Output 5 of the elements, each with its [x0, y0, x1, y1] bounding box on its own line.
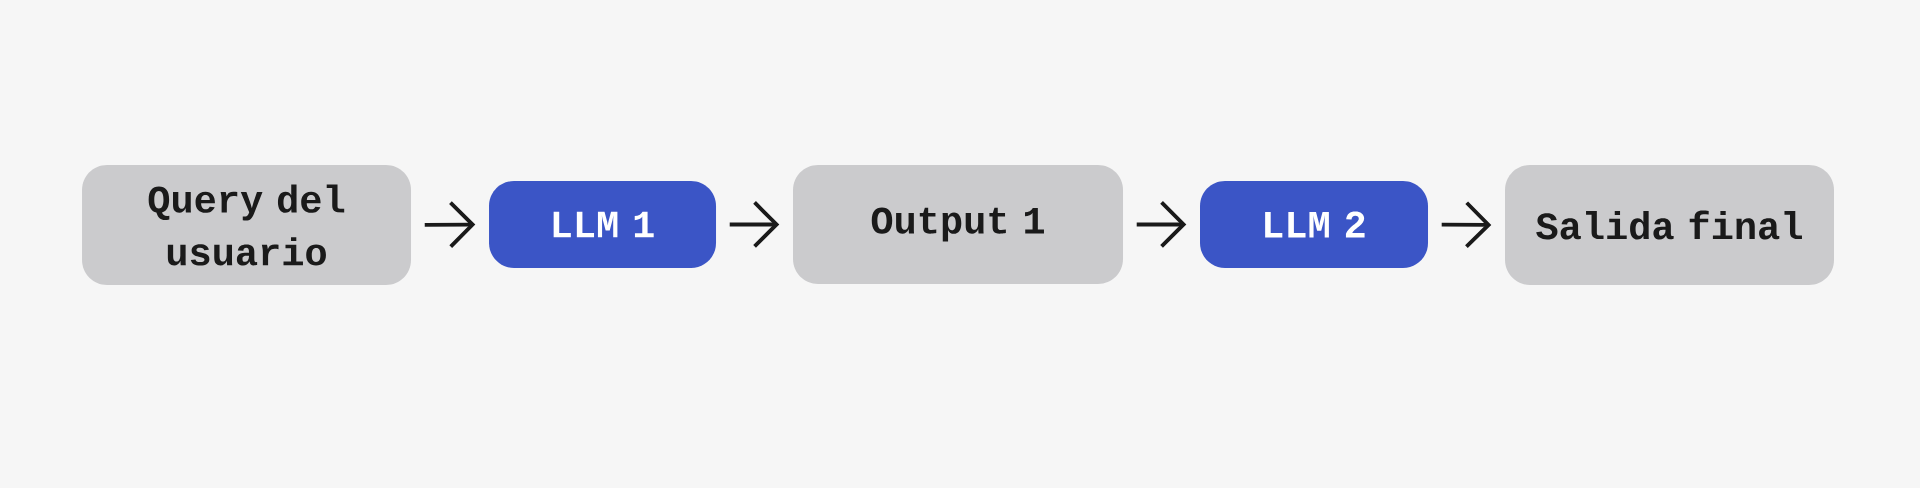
process-box: Query del usuario: [82, 165, 411, 285]
model-box: LLM 1: [489, 181, 716, 268]
process-box: Output 1: [793, 165, 1123, 284]
process-box: Salida final: [1505, 165, 1834, 285]
model-box: LLM 2: [1200, 181, 1428, 268]
